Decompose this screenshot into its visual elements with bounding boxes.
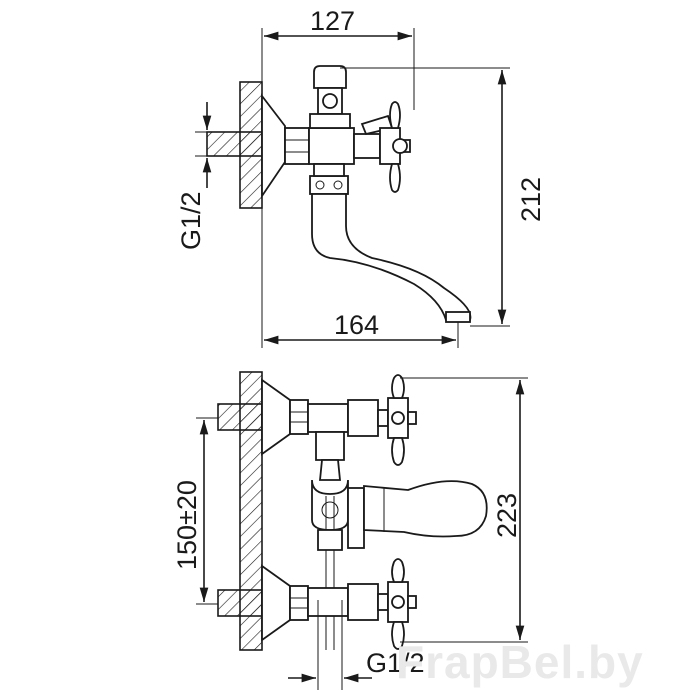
dim-223-label: 223 bbox=[492, 493, 522, 538]
shower-holder-top bbox=[313, 65, 347, 89]
center-body-front bbox=[347, 487, 365, 549]
dim-164-label: 164 bbox=[334, 310, 379, 340]
shower-holder-front bbox=[315, 431, 345, 461]
top-view: 127 212 G1/2 164 bbox=[176, 6, 546, 348]
wall-section-front bbox=[239, 371, 263, 651]
escutcheon-upper bbox=[261, 378, 291, 456]
dim-g12-top-label: G1/2 bbox=[176, 191, 206, 250]
upper-body-front bbox=[307, 403, 349, 433]
watermark-logo: FrapBel.by bbox=[396, 636, 644, 688]
mixer-body-top bbox=[308, 127, 355, 165]
spout-front bbox=[363, 480, 488, 538]
escutcheon-lower bbox=[261, 564, 291, 642]
front-view: 150±20 223 G1/2 bbox=[172, 371, 528, 690]
dim-150-label: 150±20 bbox=[172, 480, 202, 570]
dim-g12-bottom-label: G1/2 bbox=[366, 648, 425, 678]
inlet-pipe-lower bbox=[217, 589, 263, 617]
hex-nut-top bbox=[284, 127, 310, 165]
dim-127-label: 127 bbox=[310, 6, 355, 36]
aerator-top bbox=[445, 311, 471, 323]
inlet-pipe-upper bbox=[217, 403, 263, 431]
spout-top bbox=[311, 193, 472, 321]
inlet-pipe-top bbox=[206, 131, 264, 157]
dim-212-label: 212 bbox=[516, 177, 546, 222]
escutcheon-top bbox=[261, 93, 286, 199]
